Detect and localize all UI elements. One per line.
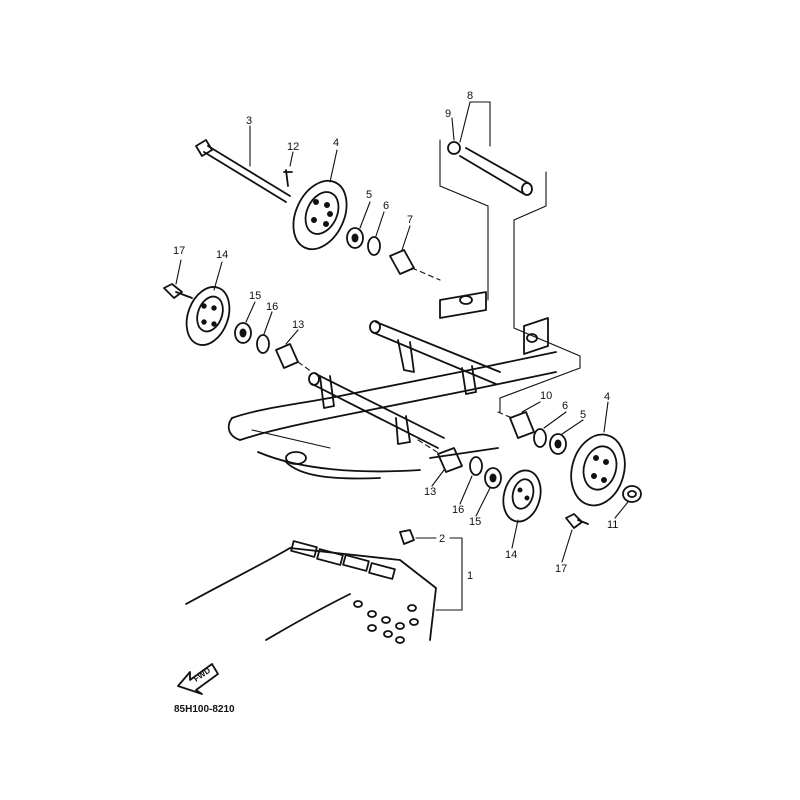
long-bolt — [195, 139, 291, 203]
callout-8: 8 — [467, 90, 473, 102]
callout-16-left: 16 — [266, 301, 278, 313]
explosion-lines — [297, 267, 513, 455]
callout-6-right: 6 — [562, 400, 568, 412]
idler-wheel-right — [570, 433, 626, 507]
callout-14-right: 14 — [505, 549, 517, 561]
upper-shaft — [369, 320, 501, 395]
callout-2: 2 — [439, 533, 445, 545]
callout-15-right: 15 — [469, 516, 481, 528]
callout-9: 9 — [445, 108, 451, 120]
callout-17-right: 17 — [555, 563, 567, 575]
callout-5-upper: 5 — [366, 189, 372, 201]
callout-4-right: 4 — [604, 391, 610, 403]
diagram-code: 85H100-8210 — [174, 704, 235, 715]
bearings-and-collars — [234, 227, 567, 489]
lower-shaft — [251, 372, 445, 449]
callout-11: 11 — [607, 519, 618, 531]
callout-12: 12 — [287, 141, 299, 153]
callout-14-left: 14 — [216, 249, 228, 261]
fasteners — [163, 283, 642, 529]
callout-5-right: 5 — [580, 409, 586, 421]
callout-13-right: 13 — [424, 486, 436, 498]
slide-bar — [447, 141, 533, 196]
idler-wheel-upper — [292, 179, 348, 251]
leader-lines — [175, 101, 629, 611]
callout-6-upper: 6 — [383, 200, 389, 212]
callout-10: 10 — [540, 390, 552, 402]
callout-15-left: 15 — [249, 290, 261, 302]
reference-outline — [439, 139, 581, 413]
idler-wheel-left — [185, 286, 231, 346]
callout-4-upper: 4 — [333, 137, 339, 149]
callout-16-right: 16 — [452, 504, 464, 516]
forward-direction-arrow: FWD — [177, 663, 219, 695]
callout-17-left: 17 — [173, 245, 185, 257]
callout-numbers: 1 2 3 4 4 5 5 6 6 7 8 9 10 11 12 13 13 1… — [173, 90, 618, 582]
callout-7: 7 — [407, 214, 413, 226]
idler-wheel-lower — [502, 469, 542, 523]
track — [185, 529, 437, 644]
callout-3: 3 — [246, 115, 252, 127]
slide-rail — [227, 291, 557, 480]
callout-1: 1 — [467, 570, 473, 582]
callout-13-left: 13 — [292, 319, 304, 331]
cotter-pin — [283, 169, 293, 187]
